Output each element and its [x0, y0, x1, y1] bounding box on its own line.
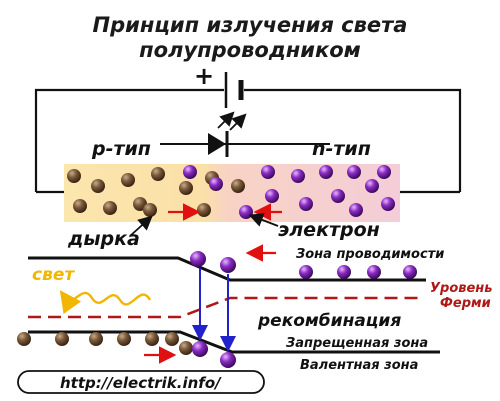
url-label: http://electrik.info/: [60, 374, 222, 392]
light-wave-icon: [59, 290, 152, 314]
fermi-label-1: Уровень: [430, 281, 493, 296]
title-line-1: Принцип излучения света: [93, 13, 408, 37]
url-box: [17, 370, 265, 394]
battery-plus: +: [194, 62, 214, 90]
p-type-label: p-тип: [91, 138, 151, 160]
circuit-wire-right: [244, 88, 462, 192]
light-emission-icon: [217, 111, 247, 131]
recombining-electron-2: [220, 352, 236, 368]
fermi-label-2: Ферми: [440, 296, 491, 311]
n-type-label: n-тип: [312, 138, 371, 160]
diode-icon: [208, 131, 229, 157]
light-label: свет: [32, 265, 75, 285]
electron-pointer: [248, 213, 279, 227]
valence-band-edge: [28, 330, 440, 354]
p-region-holes: [67, 167, 245, 217]
conduction-band-edge: [28, 256, 426, 282]
valence-band-label: Валентная зона: [300, 358, 418, 373]
hole-pointer: [129, 215, 153, 237]
n-region-electrons: [183, 165, 395, 219]
conduction-electrons: [190, 251, 417, 279]
electron-label: электрон: [278, 219, 380, 241]
conduction-band-label: Зона проводимости: [296, 247, 444, 262]
fermi-level-line: [28, 296, 420, 319]
hole-label: дырка: [67, 228, 140, 250]
forbidden-band-label: Запрещенная зона: [286, 336, 428, 351]
battery-icon: [224, 72, 244, 108]
title-line-2: полупроводником: [139, 38, 361, 62]
recombination-label: рекомбинация: [257, 311, 401, 331]
recombining-electron: [192, 341, 208, 357]
valence-holes: [17, 332, 193, 355]
circuit-wire-left: [34, 88, 224, 192]
